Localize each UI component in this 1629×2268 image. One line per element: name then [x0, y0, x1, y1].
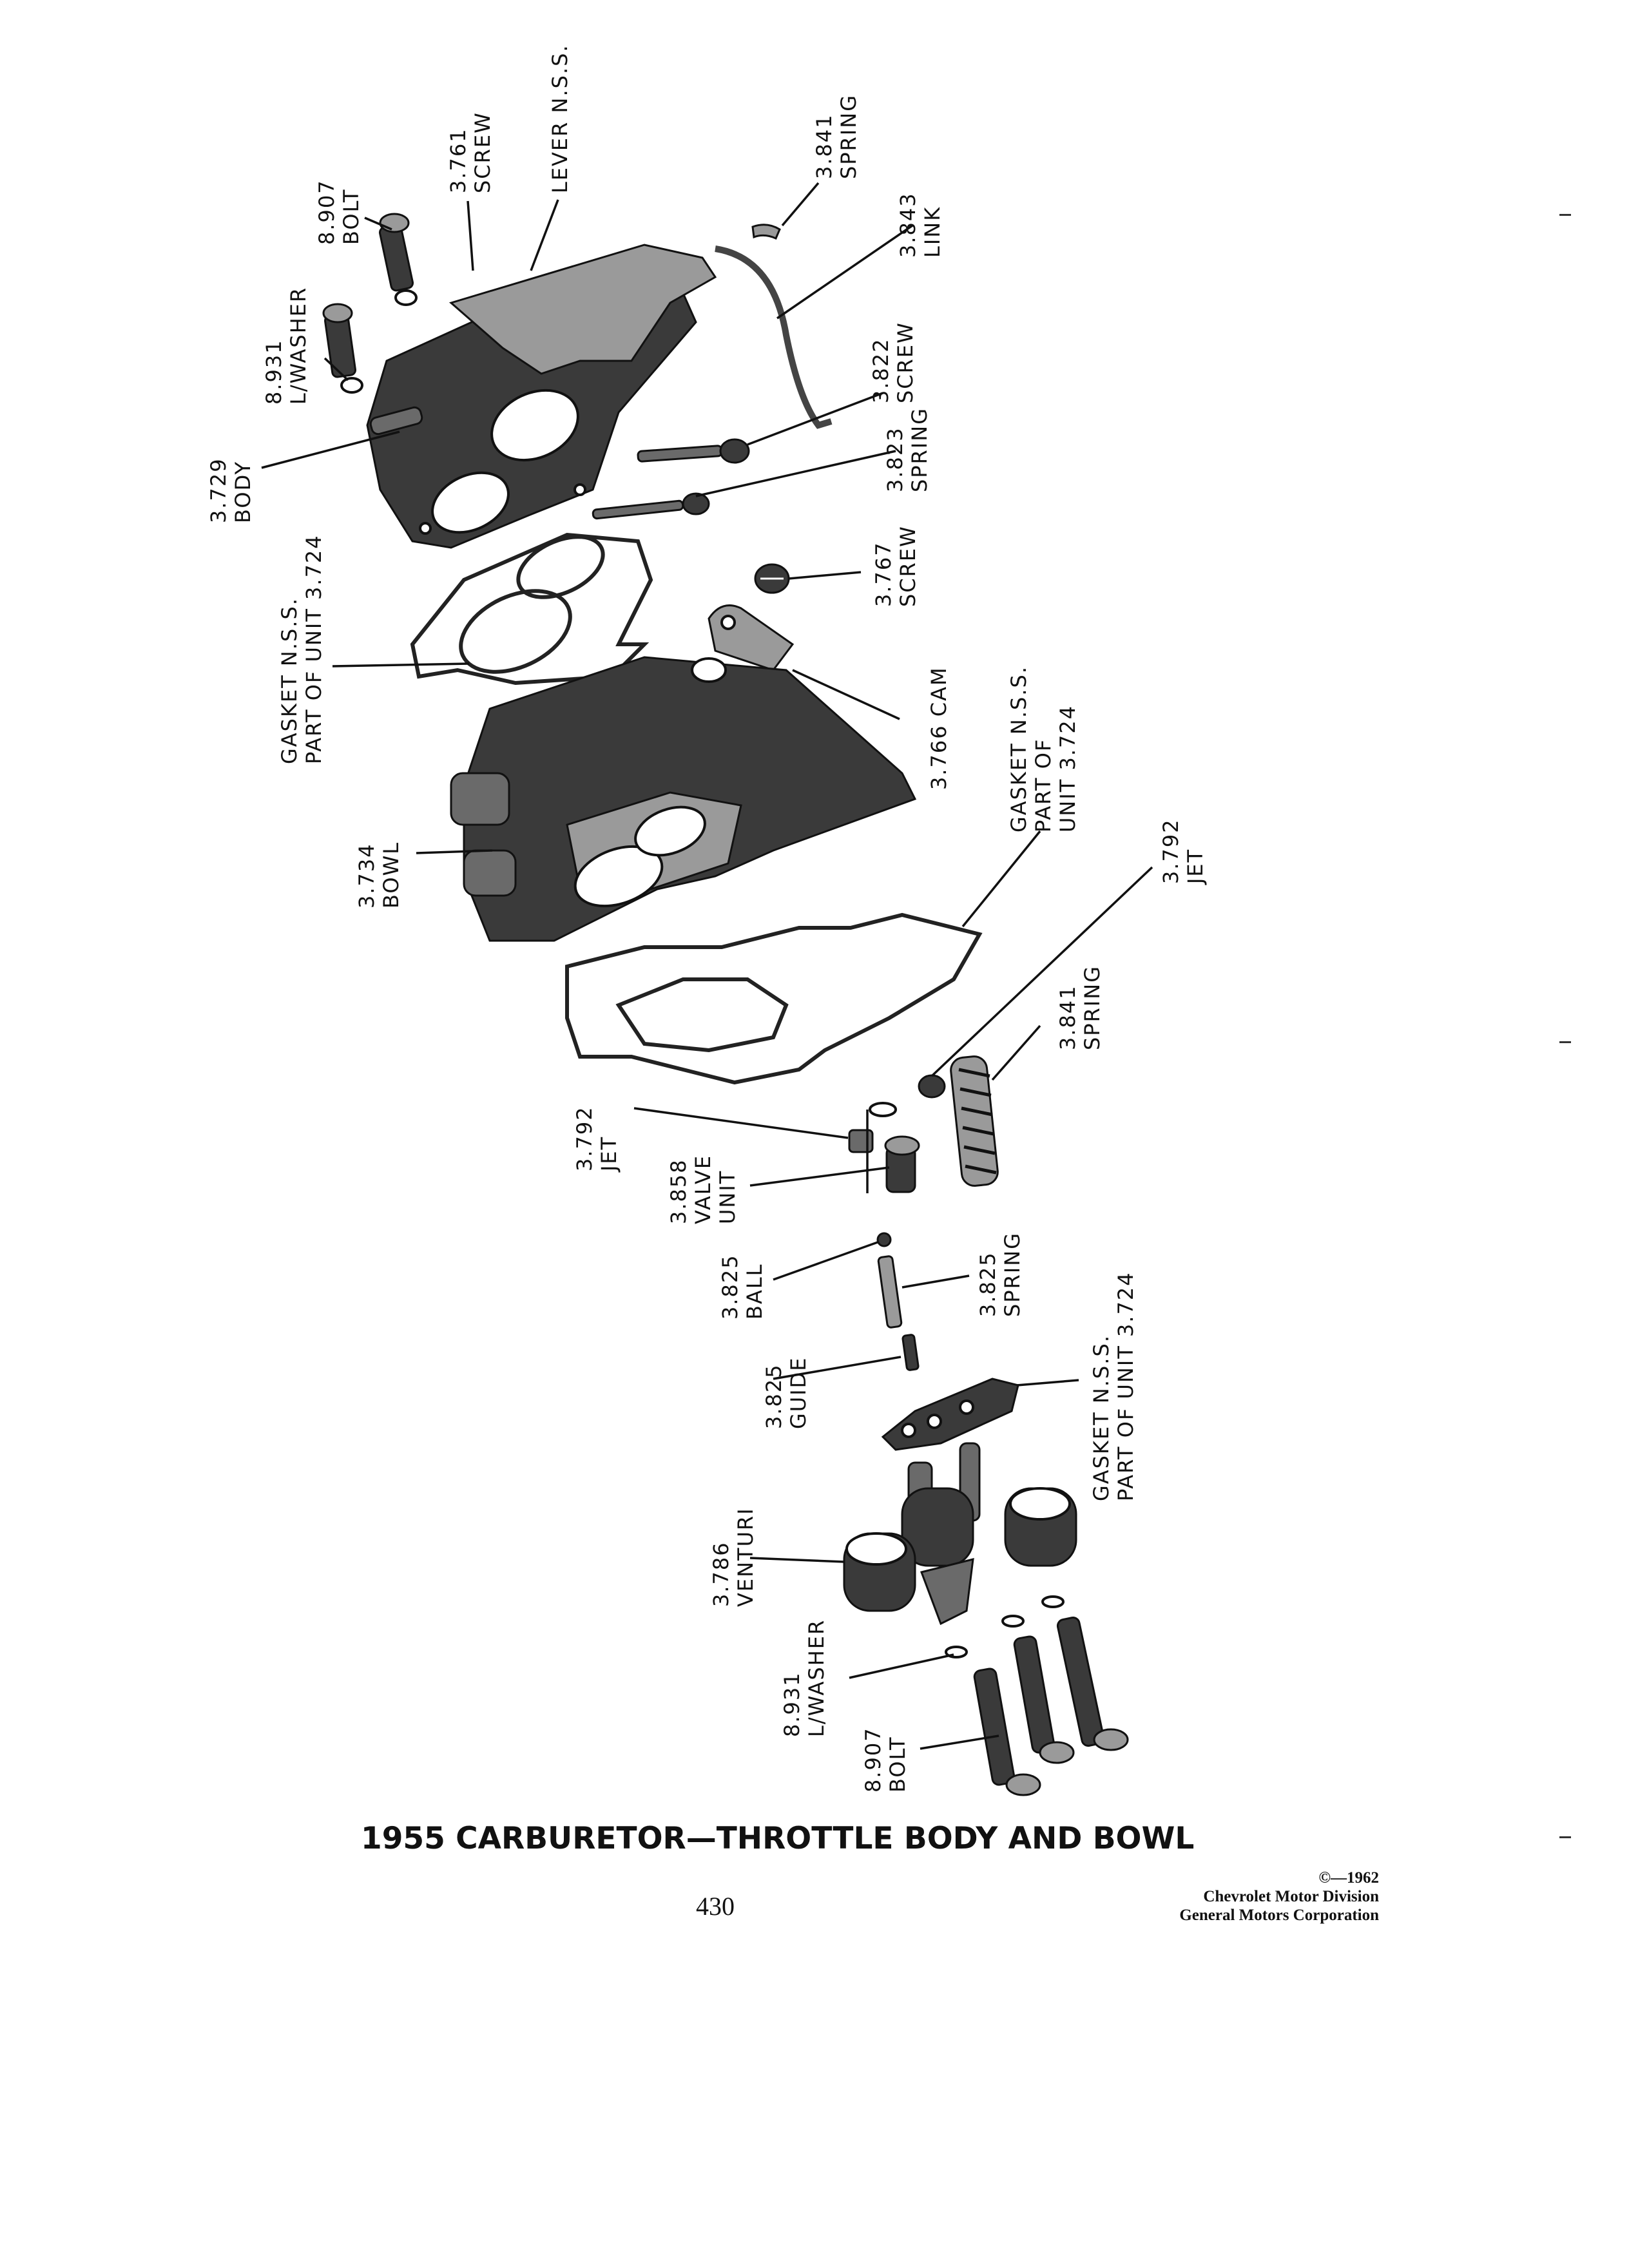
- leader-washer-lower: [849, 1653, 954, 1679]
- callout-screw-3761: 3.761 SCREW: [446, 111, 495, 193]
- figure-caption: 1955 CARBURETOR—THROTTLE BODY AND BOWL: [361, 1821, 1195, 1856]
- jet-3792-right: [918, 1074, 946, 1099]
- callout-ball-3825: 3.825 BALL: [718, 1246, 767, 1320]
- callout-venturi-3786: 3.786 VENTURI: [709, 1507, 758, 1607]
- callout-spring-3823: 3.823 SPRING: [883, 407, 932, 492]
- leader-jet-3792-left: [633, 1107, 849, 1139]
- callout-screw-3822: 3.822 SCREW: [869, 322, 918, 403]
- bolts-lower: [973, 1617, 1129, 1796]
- callout-gasket-lower: GASKET N.S.S. PART OF UNIT 3.724: [1007, 658, 1080, 832]
- margin-mark-middle: [1559, 1041, 1571, 1043]
- leader-gasket-venturi: [1016, 1379, 1079, 1387]
- callout-valve-unit: 3.858 VALVE UNIT: [666, 1147, 740, 1224]
- callout-spring-3825: 3.825 SPRING: [976, 1232, 1025, 1317]
- spring-3825: [877, 1255, 903, 1329]
- callout-body-3729: 3.729 BODY: [206, 450, 255, 523]
- leader-link-3843: [776, 224, 913, 320]
- copyright-year: ©—1962: [1318, 1869, 1379, 1887]
- gasket-venturi: [881, 1378, 1019, 1451]
- leader-spring-3841-top: [781, 182, 820, 227]
- leader-bolt-lower: [920, 1735, 999, 1750]
- gasket-upper: [410, 532, 653, 686]
- screw-3822: [637, 438, 750, 464]
- leader-spring-3823: [695, 450, 896, 497]
- copyright-division: Chevrolet Motor Division: [1203, 1888, 1379, 1905]
- callout-gasket-upper: GASKET N.S.S. PART OF UNIT 3.724: [277, 534, 326, 764]
- leader-jet-3792-right: [930, 866, 1153, 1077]
- leader-venturi-3786: [749, 1557, 845, 1563]
- washer-top: [394, 289, 418, 306]
- leader-spring-3841-right: [991, 1024, 1041, 1081]
- callout-bowl-3734: 3.734 BOWL: [354, 835, 403, 908]
- leader-gasket-lower: [961, 830, 1041, 928]
- leader-washer-left: [323, 357, 349, 381]
- spring-3823: [592, 492, 710, 520]
- leader-lines: [261, 182, 1153, 1750]
- leader-lever: [530, 199, 559, 271]
- copyright-corporation: General Motors Corporation: [1179, 1907, 1379, 1924]
- callout-spring-3841-right: 3.841 SPRING: [1055, 965, 1104, 1050]
- bolt-left: [322, 303, 356, 378]
- margin-mark-bottom: [1559, 1836, 1571, 1838]
- leader-bolt-top: [364, 216, 392, 231]
- spring-clip-3841: [751, 224, 781, 240]
- callout-jet-3792-right: 3.792 JET: [1159, 811, 1208, 885]
- leader-screw-3767: [788, 571, 862, 580]
- copyright-notice: ©—1962 Chevrolet Motor Division General …: [1070, 1869, 1379, 1925]
- leader-ball-3825: [773, 1241, 878, 1281]
- callout-guide-3825: 3.825 GUIDE: [762, 1356, 811, 1429]
- leader-screw-3822: [747, 392, 883, 446]
- margin-mark-top: [1559, 214, 1571, 216]
- callout-screw-3767: 3.767 SCREW: [871, 525, 920, 607]
- callout-link-3843: 3.843 LINK: [896, 184, 945, 258]
- callout-washer-lower: 8.931 L/WASHER: [780, 1619, 829, 1737]
- callout-cam-3766: 3.766 CAM: [927, 666, 951, 790]
- washers-lower: [945, 1595, 1065, 1658]
- callout-washer-left: 8.931 L/WASHER: [262, 287, 311, 405]
- callout-bolt-top: 8.907 BOLT: [314, 171, 363, 245]
- link-3843: [715, 245, 833, 429]
- leader-body-3729: [261, 430, 400, 469]
- page-number: 430: [696, 1892, 735, 1921]
- ball-3825: [876, 1232, 892, 1247]
- callout-jet-3792-left: 3.792 JET: [572, 1098, 621, 1173]
- leader-gasket-upper: [332, 662, 470, 668]
- callout-labels: 8.907 BOLT 3.761 SCREW LEVER N.S.S. 3.84…: [206, 44, 1208, 1792]
- part-illustrations: [322, 213, 1129, 1796]
- throttle-body: [366, 244, 717, 549]
- guide-3825: [901, 1334, 920, 1371]
- valve-unit-3858: [884, 1135, 920, 1193]
- leader-cam-3766: [792, 669, 900, 720]
- callout-spring-3841-top: 3.841 SPRING: [812, 94, 861, 179]
- washer-left: [340, 377, 363, 394]
- venturi-3786: [843, 1442, 1077, 1626]
- cam-3766: [708, 604, 795, 671]
- float-bowl: [450, 656, 917, 942]
- leader-spring-3825: [901, 1274, 970, 1289]
- gasket-ring: [869, 1102, 897, 1117]
- leader-screw-3761: [467, 200, 474, 271]
- leader-bowl-3734: [416, 849, 493, 854]
- gasket-lower: [565, 912, 983, 1085]
- bolt-top: [378, 213, 414, 292]
- jet-3792-left: [848, 1129, 874, 1153]
- callout-gasket-venturi: GASKET N.S.S. PART OF UNIT 3.724: [1089, 1271, 1138, 1501]
- callout-bolt-lower: 8.907 BOLT: [861, 1719, 910, 1792]
- callout-lever: LEVER N.S.S.: [548, 44, 572, 193]
- leader-valve-unit: [749, 1110, 890, 1193]
- leader-guide-3825: [773, 1356, 901, 1380]
- screw-3767: [754, 563, 790, 594]
- spring-3841-right: [950, 1055, 999, 1187]
